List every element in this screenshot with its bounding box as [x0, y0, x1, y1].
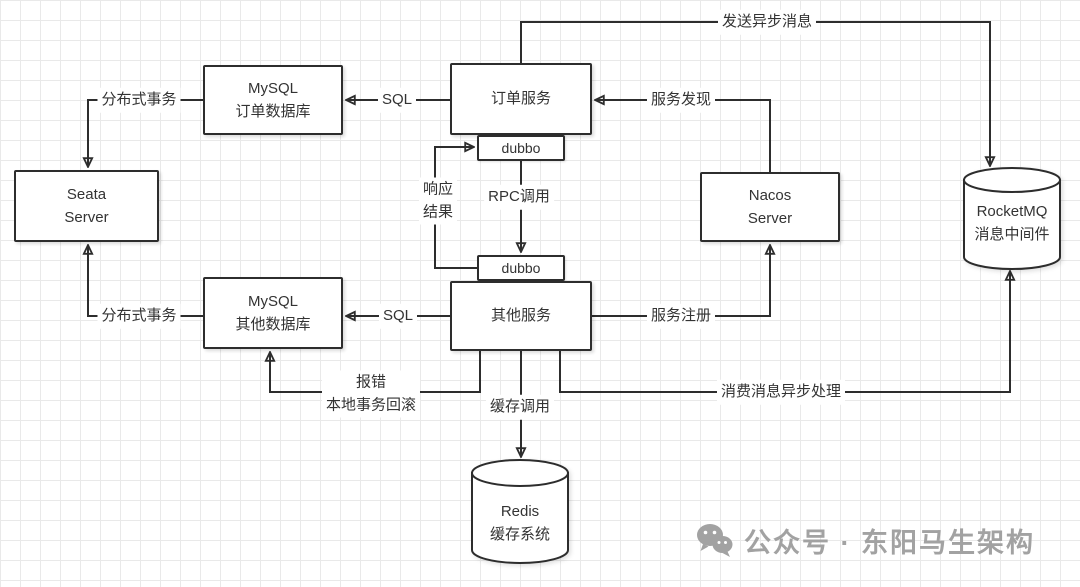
edge-consume-message [559, 272, 1010, 393]
wechat-icon [697, 524, 733, 557]
edge-label-cache-call: 缓存调用 [485, 394, 555, 420]
edge-label-rpc-call: RPC调用 [484, 184, 554, 210]
edge-label-sql-order: SQL [377, 87, 417, 113]
node-other-service: 其他服务 [450, 281, 592, 351]
node-seata-server: Seata Server [14, 170, 159, 242]
database-cylinder-icon [963, 167, 1061, 270]
edge-label-send-async-message: 发送异步消息 [717, 9, 817, 35]
node-dubbo-bottom: dubbo [477, 255, 565, 281]
watermark-text: 公众号 · 东阳马生架构 [744, 527, 1035, 558]
edge-label-distributed-tx-order: 分布式事务 [97, 87, 181, 113]
node-nacos-server: Nacos Server [700, 172, 840, 242]
edge-label-service-discovery: 服务发现 [646, 87, 716, 113]
edge-label-sql-other: SQL [378, 303, 418, 329]
edge-label-consume-message: 消费消息异步处理 [716, 379, 846, 405]
node-rocketmq-label: RocketMQ 消息中间件 [974, 203, 1050, 244]
node-order-service: 订单服务 [450, 63, 592, 135]
node-rocketmq: RocketMQ 消息中间件 [962, 166, 1062, 271]
edge-label-rollback: 报错 本地事务回滚 [321, 370, 421, 418]
node-redis-label: Redis 缓存系统 [489, 503, 550, 544]
watermark: 公众号 · 东阳马生架构 [694, 520, 1035, 560]
database-cylinder-icon [471, 459, 569, 564]
node-redis: Redis 缓存系统 [470, 458, 570, 565]
node-mysql-order-db: MySQL 订单数据库 [203, 65, 343, 135]
node-mysql-other-db: MySQL 其他数据库 [203, 277, 343, 349]
edge-label-distributed-tx-other: 分布式事务 [97, 303, 181, 329]
node-dubbo-top: dubbo [477, 135, 565, 161]
edge-label-service-register: 服务注册 [646, 303, 716, 329]
edge-label-response-result: 响应 结果 [418, 177, 458, 225]
